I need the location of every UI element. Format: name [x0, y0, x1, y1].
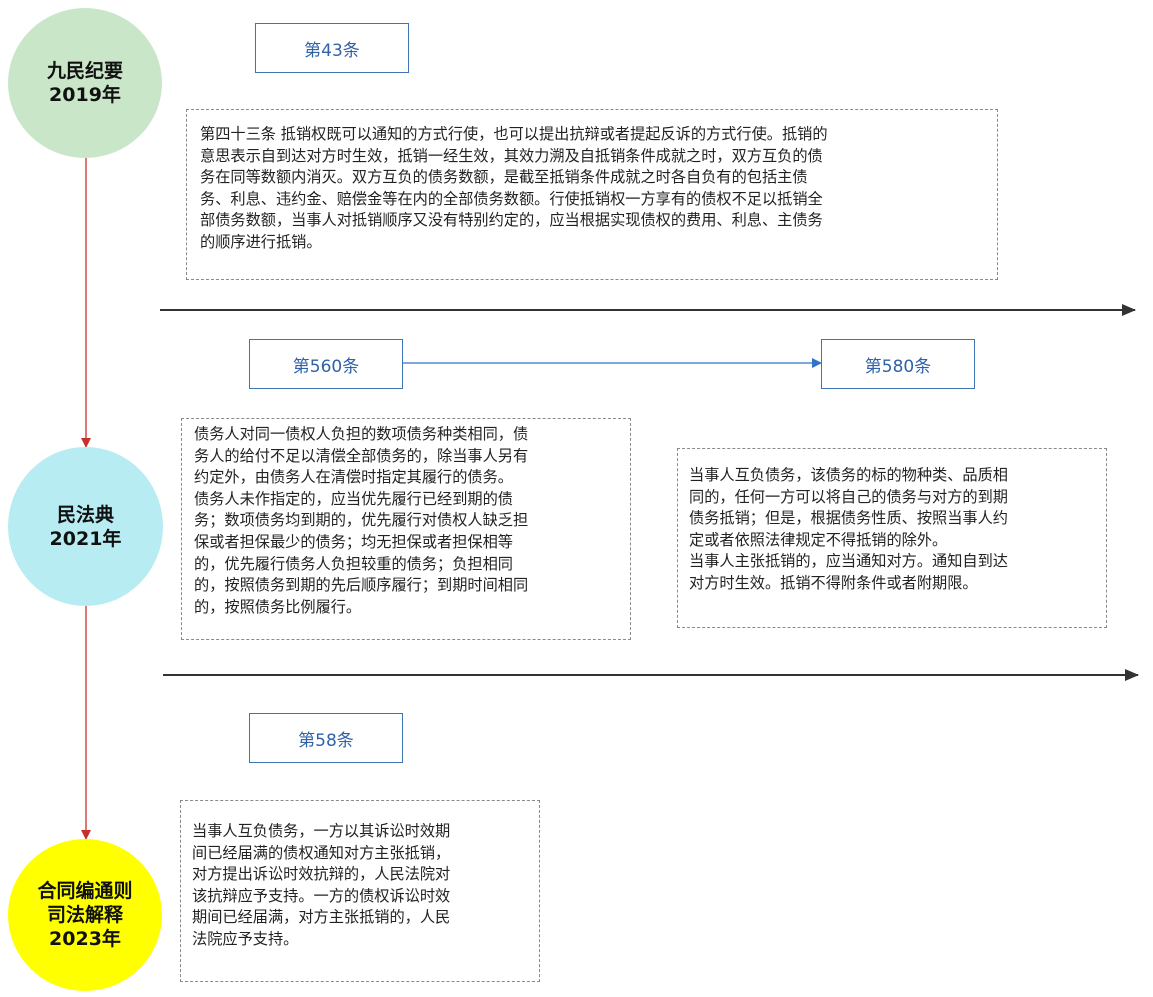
node-2019: 九民纪要 2019年 [8, 8, 162, 158]
article-tag-43: 第43条 [255, 23, 409, 73]
node-2023-line2: 司法解释 [46, 904, 123, 926]
article-text-580: 当事人互负债务，该债务的标的物种类、品质相 同的，任何一方可以将自己的债务与对方… [677, 448, 1107, 628]
node-2019-line2: 2019年 [49, 84, 121, 106]
node-2019-line1: 九民纪要 [46, 60, 123, 82]
article-text-43: 第四十三条 抵销权既可以通知的方式行使，也可以提出抗辩或者提起反诉的方式行使。抵… [186, 109, 998, 280]
node-2021-line1: 民法典 [56, 503, 114, 526]
article-text-560: 债务人对同一债权人负担的数项债务种类相同，债 务人的给付不足以清偿全部债务的，除… [181, 418, 631, 640]
node-2021-line2: 2021年 [49, 527, 122, 550]
article-text-58: 当事人互负债务，一方以其诉讼时效期 间已经届满的债权通知对方主张抵销， 对方提出… [180, 800, 540, 982]
node-2023-line3: 2023年 [49, 928, 121, 950]
node-2023-line1: 合同编通则 [37, 880, 133, 902]
article-tag-560: 第560条 [249, 339, 403, 389]
node-2021: 民法典 2021年 [8, 447, 163, 606]
article-tag-580: 第580条 [821, 339, 975, 389]
node-2023: 合同编通则 司法解释 2023年 [8, 839, 162, 991]
article-tag-58: 第58条 [249, 713, 403, 763]
